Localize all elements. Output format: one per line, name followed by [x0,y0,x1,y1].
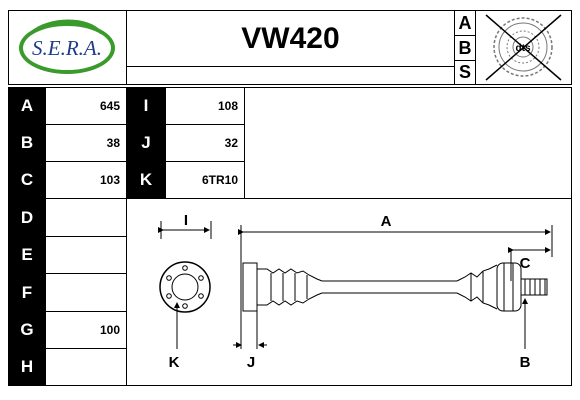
logo-text: S.E.R.A. [32,36,102,60]
driveshaft-diagram: I K A C [158,212,553,371]
spec-key-a: A [8,87,46,125]
dim-label-j: J [247,354,255,371]
spec-key-j: J [126,124,166,162]
dim-label-b: B [520,354,531,371]
spec-value-a: 645 [45,87,127,125]
dim-label-k: K [169,354,180,371]
sera-logo: S.E.R.A. [19,19,115,74]
spec-value-h [45,348,127,386]
badge-text: dts [516,43,531,54]
abs-letter-b: B [454,35,476,61]
dim-label-a: A [381,213,392,230]
spec-key-g: G [8,311,46,349]
part-number-cell: VW420 [126,10,455,67]
spec-key-k: K [126,161,166,199]
spec-value-j: 32 [165,124,245,162]
spec-value-c: 103 [45,161,127,199]
spec-value-f [45,273,127,312]
abs-letter-a: A [454,10,476,36]
spec-key-d: D [8,198,46,237]
spec-value-d [45,198,127,237]
spec-value-i: 108 [165,87,245,125]
spec-value-b: 38 [45,124,127,162]
abs-letter-s: S [454,60,476,85]
spec-key-i: I [126,87,166,125]
spec-key-e: E [8,236,46,274]
spec-value-g: 100 [45,311,127,349]
empty-notes-area [244,87,572,199]
spec-key-f: F [8,273,46,312]
spec-key-h: H [8,348,46,386]
abs-ring-icon: dts [485,14,562,81]
part-number: VW420 [241,21,340,55]
spec-key-c: C [8,161,46,199]
spec-value-k: 6TR10 [165,161,245,199]
diagram-panel: I K A C [126,198,572,386]
title-subcell [126,66,455,85]
dim-label-i: I [184,212,188,229]
driveshaft-body [242,262,548,312]
spec-key-b: B [8,124,46,162]
logo-cell: S.E.R.A. [8,10,127,85]
abs-ring-badge: dts [475,10,572,85]
spec-value-e [45,236,127,274]
flange-front-view [159,261,211,313]
dim-label-c: C [520,255,531,272]
